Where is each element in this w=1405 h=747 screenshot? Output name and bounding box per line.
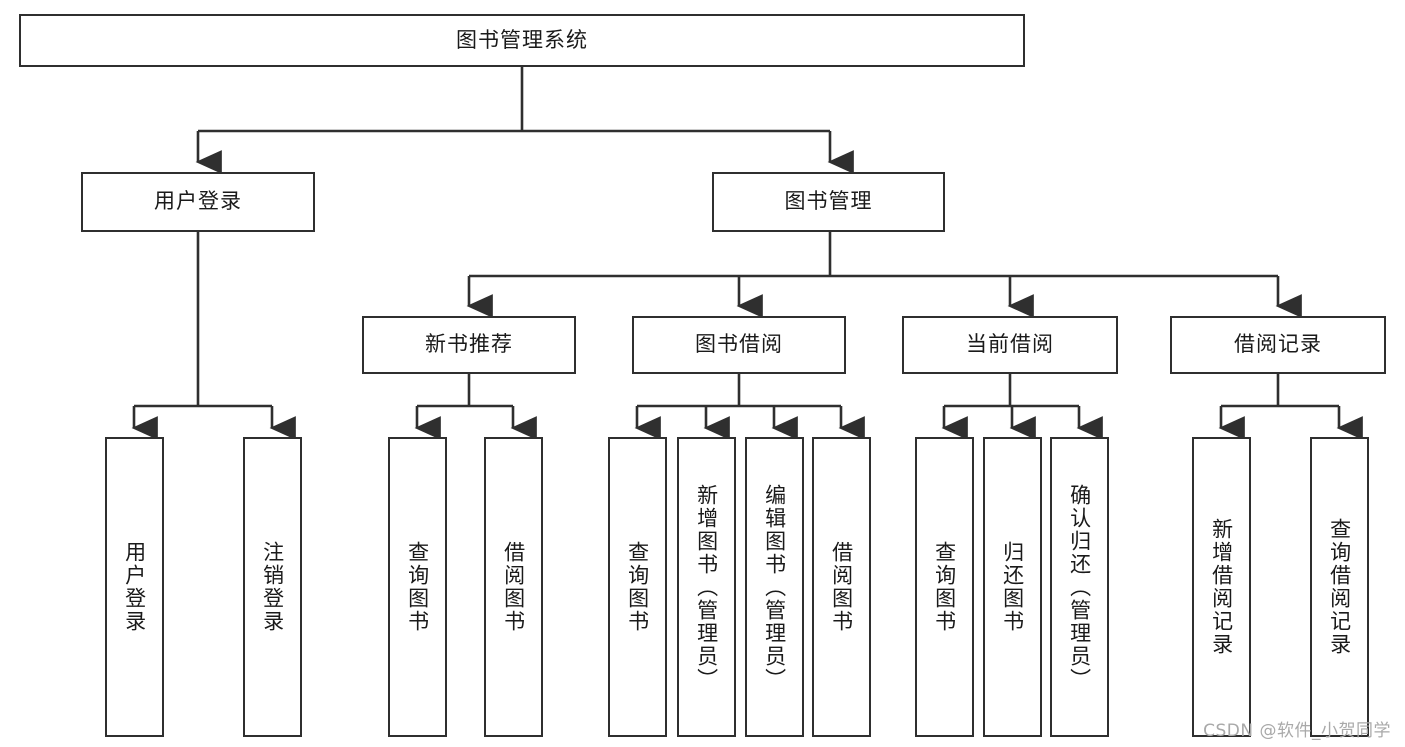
node-leaf-add-book-admin[interactable]: 新增图书（管理员） xyxy=(677,437,736,737)
node-leaf-confirm-return-admin[interactable]: 确认归还（管理员） xyxy=(1050,437,1109,737)
watermark-text: CSDN @软件_小贺同学 xyxy=(1203,721,1391,741)
node-root[interactable]: 图书管理系统 xyxy=(19,14,1025,67)
node-level2-new-book-recommend[interactable]: 新书推荐 xyxy=(362,316,576,374)
node-level2-borrow-record[interactable]: 借阅记录 xyxy=(1170,316,1386,374)
node-leaf-logout[interactable]: 注销登录 xyxy=(243,437,302,737)
node-leaf-add-borrow-record[interactable]: 新增借阅记录 xyxy=(1192,437,1251,737)
node-level2-book-borrow[interactable]: 图书借阅 xyxy=(632,316,846,374)
node-leaf-query-book-recommend[interactable]: 查询图书 xyxy=(388,437,447,737)
node-level2-current-borrow[interactable]: 当前借阅 xyxy=(902,316,1118,374)
node-leaf-query-book-current[interactable]: 查询图书 xyxy=(915,437,974,737)
node-level1-user-login[interactable]: 用户登录 xyxy=(81,172,315,232)
node-leaf-edit-book-admin[interactable]: 编辑图书（管理员） xyxy=(745,437,804,737)
node-leaf-borrow-book[interactable]: 借阅图书 xyxy=(812,437,871,737)
node-leaf-query-book-borrow[interactable]: 查询图书 xyxy=(608,437,667,737)
node-leaf-return-book[interactable]: 归还图书 xyxy=(983,437,1042,737)
node-leaf-user-login[interactable]: 用户登录 xyxy=(105,437,164,737)
node-leaf-query-borrow-record[interactable]: 查询借阅记录 xyxy=(1310,437,1369,737)
node-leaf-borrow-book-recommend[interactable]: 借阅图书 xyxy=(484,437,543,737)
node-level1-book-management[interactable]: 图书管理 xyxy=(712,172,945,232)
